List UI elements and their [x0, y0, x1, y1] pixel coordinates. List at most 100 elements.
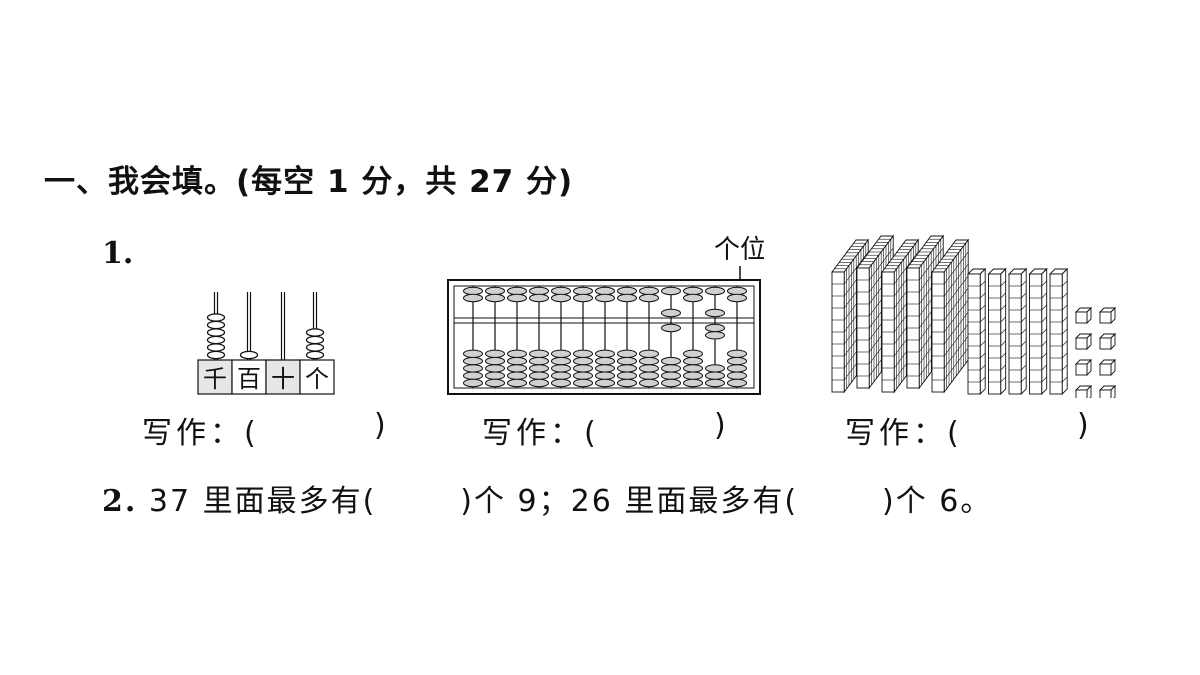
suanpan-upper-bead	[507, 286, 527, 296]
abacus-bead	[206, 320, 226, 330]
suanpan-lower-bead	[617, 371, 637, 380]
suanpan-lower-bead	[551, 364, 571, 373]
suanpan-lower-bead	[661, 323, 681, 333]
suanpan-lower-bead	[639, 378, 659, 388]
suanpan-lower-bead	[727, 349, 747, 359]
ones-place-label: 个位	[714, 235, 764, 265]
suanpan-upper-bead	[661, 286, 681, 296]
suanpan-upper-bead	[639, 286, 659, 296]
abacus-bead	[206, 343, 226, 352]
section-title: 一、我会填。(每空 1 分，共 27 分)	[44, 164, 574, 200]
one-cube	[1098, 384, 1117, 398]
question-2-part-3: )个 6。	[882, 484, 993, 519]
suanpan-abacus: 个位	[447, 235, 764, 395]
question-2-part-1: 37 里面最多有(	[148, 484, 377, 519]
counting-abacus: 千百十个	[197, 292, 335, 395]
abacus-bead	[206, 335, 226, 345]
answer-blank-2-close[interactable]: )	[714, 408, 726, 443]
suanpan-lower-bead	[507, 349, 527, 359]
suanpan-lower-bead	[507, 356, 527, 366]
one-cube	[1074, 358, 1093, 377]
suanpan-lower-bead	[705, 323, 725, 333]
answer-blank-1-close[interactable]: )	[374, 408, 386, 443]
abacus-bead	[206, 328, 226, 337]
suanpan-lower-bead	[485, 364, 505, 373]
suanpan-upper-bead	[551, 293, 571, 303]
hundred-flat	[931, 238, 970, 394]
suanpan-lower-bead	[507, 371, 527, 380]
abacus-bead	[305, 343, 325, 352]
suanpan-lower-bead	[463, 364, 483, 373]
suanpan-lower-bead	[661, 378, 681, 388]
ten-rod	[1007, 267, 1028, 396]
abacus-bead	[305, 335, 325, 345]
suanpan-lower-bead	[551, 371, 571, 380]
abacus-bead	[305, 328, 325, 337]
suanpan-lower-bead	[463, 349, 483, 359]
suanpan-upper-bead	[727, 286, 747, 296]
suanpan-lower-bead	[617, 356, 637, 366]
write-label-3: 写作：(	[845, 416, 963, 451]
suanpan-lower-bead	[573, 356, 593, 366]
one-cube	[1098, 306, 1117, 325]
answer-blank-3-close[interactable]: )	[1077, 408, 1089, 443]
place-cell	[231, 359, 267, 395]
suanpan-lower-bead	[639, 371, 659, 380]
suanpan-upper-bead	[507, 293, 527, 303]
suanpan-lower-bead	[595, 371, 615, 380]
suanpan-lower-bead	[683, 356, 703, 366]
suanpan-lower-bead	[727, 371, 747, 380]
suanpan-upper-bead	[639, 293, 659, 303]
suanpan-upper-bead	[485, 286, 505, 296]
base-ten-blocks	[831, 234, 1117, 398]
one-cube	[1074, 332, 1093, 351]
question-2: 2. 37 里面最多有( )个 9；26 里面最多有( )个 6。	[102, 476, 992, 520]
suanpan-lower-bead	[639, 356, 659, 366]
place-label: 十	[271, 365, 295, 393]
suanpan-lower-bead	[727, 356, 747, 366]
suanpan-upper-bead	[529, 286, 549, 296]
question-2-part-2: )个 9；26 里面最多有(	[460, 484, 799, 519]
suanpan-lower-bead	[529, 378, 549, 388]
suanpan-lower-bead	[573, 364, 593, 373]
place-cell	[299, 359, 335, 395]
suanpan-beam	[453, 317, 755, 324]
suanpan-lower-bead	[507, 378, 527, 388]
one-cube	[1098, 358, 1117, 377]
one-cube	[1074, 306, 1093, 325]
suanpan-upper-bead	[529, 293, 549, 303]
suanpan-lower-bead	[705, 371, 725, 380]
suanpan-lower-bead	[573, 349, 593, 359]
suanpan-upper-bead	[595, 286, 615, 296]
abacus-bead	[305, 350, 325, 360]
place-label: 个	[305, 365, 329, 393]
suanpan-lower-bead	[595, 356, 615, 366]
suanpan-lower-bead	[485, 371, 505, 380]
suanpan-lower-bead	[661, 371, 681, 380]
question-2-number: 2.	[102, 484, 138, 519]
ten-rod	[987, 267, 1007, 396]
place-cell	[197, 359, 233, 395]
ten-rod	[1028, 267, 1048, 396]
suanpan-upper-bead	[463, 286, 483, 296]
suanpan-upper-bead	[573, 293, 593, 303]
suanpan-lower-bead	[573, 378, 593, 388]
suanpan-lower-bead	[617, 349, 637, 359]
place-label: 千	[203, 365, 227, 393]
suanpan-upper-bead	[485, 293, 505, 303]
suanpan-upper-bead	[683, 286, 703, 296]
suanpan-upper-bead	[705, 308, 725, 318]
suanpan-lower-bead	[529, 356, 549, 366]
suanpan-upper-bead	[551, 286, 571, 296]
suanpan-lower-bead	[463, 378, 483, 388]
suanpan-lower-bead	[617, 378, 637, 388]
one-cube	[1098, 332, 1117, 351]
abacus-bead	[239, 350, 259, 360]
suanpan-lower-bead	[573, 371, 593, 380]
suanpan-lower-bead	[551, 349, 571, 359]
suanpan-upper-bead	[727, 293, 747, 303]
suanpan-lower-bead	[639, 349, 659, 359]
suanpan-lower-bead	[595, 349, 615, 359]
suanpan-lower-bead	[529, 371, 549, 380]
suanpan-lower-bead	[705, 378, 725, 388]
